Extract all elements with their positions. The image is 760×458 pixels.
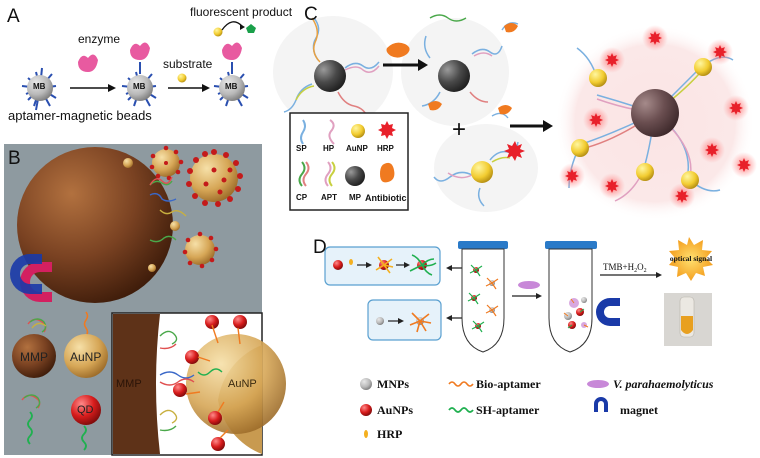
panel-c: +	[273, 14, 757, 221]
mb-label-1: MB	[33, 82, 46, 91]
mp-after-antibiotic	[421, 14, 519, 119]
legend-bio-aptamer-icon	[448, 381, 474, 387]
legend-sp-label: SP	[296, 144, 307, 153]
legend-magnet-label: magnet	[620, 403, 658, 417]
substrate-dot	[177, 73, 187, 83]
hrp-marker-3	[713, 45, 727, 59]
legend-apt-label: APT	[321, 193, 337, 202]
legend-mnps-icon	[360, 378, 372, 390]
legend-mnps-label: MNPs	[377, 377, 409, 391]
hrp-marker-1	[605, 53, 619, 67]
legend-sp-icon	[300, 119, 306, 145]
tmb-label: TMB+H2O2	[603, 262, 647, 274]
hrp-glow-markers	[559, 25, 757, 209]
fluorescent-product-label: fluorescent product	[190, 5, 293, 19]
legend-antibiotic-icon	[380, 162, 395, 183]
legend-hrp-icon	[378, 121, 396, 139]
mmp-label: MMP	[20, 350, 48, 364]
legend-hp-icon	[328, 119, 335, 145]
qd-label: QD	[77, 404, 94, 416]
legend-hrp-label-d: HRP	[377, 427, 403, 441]
enzyme-label: enzyme	[78, 32, 121, 46]
panel-c-legend	[289, 112, 409, 211]
aunp-qd-cluster-medium	[149, 145, 184, 181]
legend-hrp-icon	[364, 430, 368, 438]
panel-d: TMB+H2O2 optical signal	[324, 237, 713, 438]
legend-antibiotic-label: Antibiotic	[365, 193, 407, 203]
legend-mmp-probe	[21, 394, 41, 445]
optical-signal-label: optical signal	[670, 254, 712, 263]
aptamer-magnetic-beads-caption: aptamer-magnetic beads	[8, 108, 152, 123]
hrp-marker-6	[565, 169, 579, 183]
tube-1-contents	[467, 264, 499, 333]
magnet-icon	[10, 254, 52, 302]
mp-with-aptamers	[283, 17, 380, 119]
panel-d-scheme-bottom	[367, 299, 442, 341]
magnetic-bead-1	[21, 67, 57, 111]
legend-magnet-icon	[594, 397, 608, 412]
legend-hrp-label: HRP	[377, 144, 394, 153]
legend-v-para-label: V. parahaemolyticus	[613, 377, 714, 391]
mb-label-3: MB	[225, 82, 238, 91]
panel-b-letter: B	[8, 148, 21, 169]
legend-aunp-icon	[351, 124, 365, 138]
magnetic-bead-2	[121, 42, 157, 107]
hrp-marker-9	[705, 143, 719, 157]
hrp-marker-2	[648, 31, 662, 45]
legend-aunps-icon	[360, 404, 372, 416]
aunp-qd-cluster-right	[182, 231, 219, 269]
panel-d-letter: D	[313, 237, 327, 258]
legend-mmp	[12, 318, 56, 378]
panel-d-scheme-top	[324, 246, 441, 286]
aunp-hrp-probe	[433, 141, 525, 207]
result-tube-photo	[664, 293, 712, 346]
product-icon	[246, 24, 256, 33]
legend-apt-icon	[324, 161, 332, 187]
enzyme-icon	[78, 54, 98, 72]
panel-a	[21, 21, 256, 111]
legend-cp-icon	[298, 161, 306, 187]
legend-mp-label: MP	[349, 193, 361, 202]
hrp-marker-8	[675, 189, 689, 203]
signal-complex	[555, 25, 755, 221]
v-parahaemolyticus-icon	[518, 281, 540, 289]
legend-aunp-label: AuNP	[346, 144, 368, 153]
hrp-marker-7	[605, 179, 619, 193]
tube-2	[545, 241, 620, 353]
legend-v-para-icon	[587, 380, 609, 388]
magnetic-bead-3	[213, 42, 249, 107]
tube-1	[458, 241, 508, 353]
mb-label-2: MB	[133, 82, 146, 91]
magnet-icon	[596, 298, 620, 326]
legend-sh-aptamer-label: SH-aptamer	[476, 403, 540, 417]
hrp-marker-4	[729, 101, 743, 115]
legend-hp-label: HP	[323, 144, 335, 153]
substrate-label: substrate	[163, 57, 213, 71]
legend-aunps-label: AuNPs	[377, 403, 414, 417]
antibiotic-icon	[386, 42, 410, 58]
hrp-marker-5	[589, 113, 603, 127]
aunp-qd-cluster-large	[186, 149, 243, 207]
aunp-label: AuNP	[70, 350, 102, 364]
legend-mp-icon	[345, 166, 365, 186]
inset-mmp-label: MMP	[116, 378, 142, 390]
captured-complexes	[563, 297, 589, 329]
panel-b	[4, 144, 286, 456]
optical-signal-burst	[669, 237, 713, 281]
legend-sh-aptamer-icon	[448, 407, 474, 413]
legend-qd	[71, 395, 101, 451]
legend-cp-label: CP	[296, 193, 308, 202]
substrate-dot	[213, 27, 223, 37]
legend-bio-aptamer-label: Bio-aptamer	[476, 377, 541, 391]
plus-sign: +	[452, 116, 466, 143]
inset-aunp-label: AuNP	[228, 378, 257, 390]
panel-b-inset	[111, 312, 286, 456]
hrp-marker-10	[737, 158, 751, 172]
legend-aunp	[64, 311, 108, 378]
large-mmp-sphere	[17, 147, 173, 303]
panel-c-letter: C	[304, 4, 318, 25]
panel-a-letter: A	[7, 6, 20, 27]
